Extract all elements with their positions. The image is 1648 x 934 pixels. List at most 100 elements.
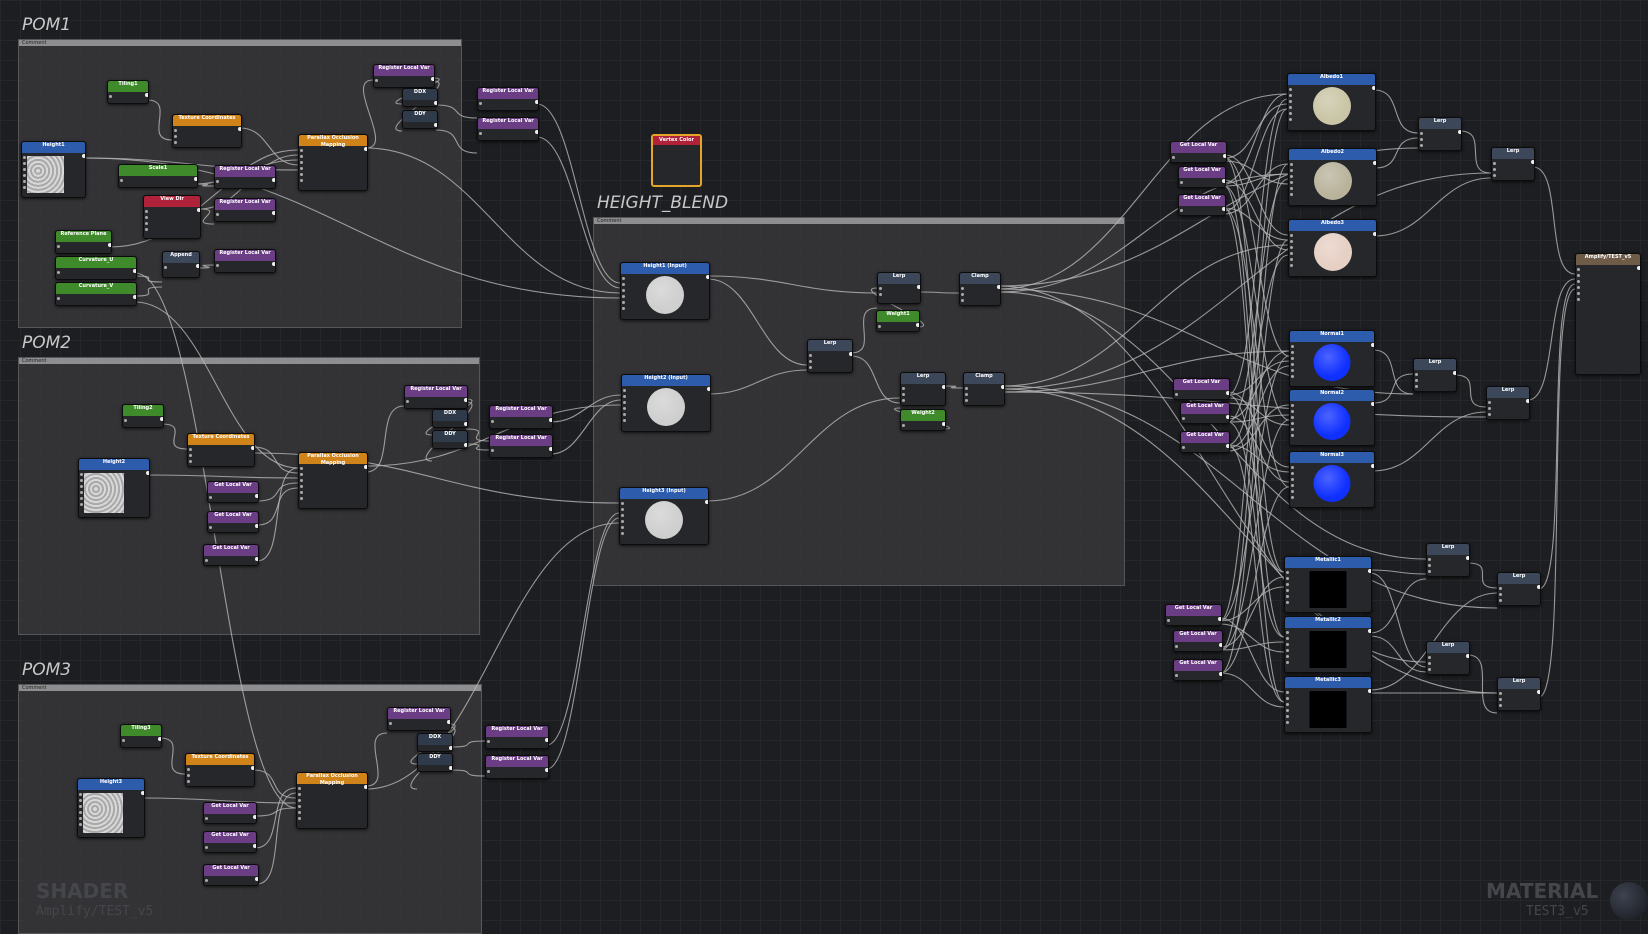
output-port[interactable] — [1226, 444, 1229, 448]
input-port[interactable] — [23, 174, 26, 177]
input-port[interactable] — [1290, 181, 1293, 184]
input-port[interactable] — [298, 805, 301, 808]
node-metallic1[interactable]: Metallic1 — [1284, 556, 1372, 613]
node-hb-lerp1[interactable]: Lerp — [877, 272, 921, 304]
node-get-n3[interactable]: Get Local Var — [1180, 431, 1230, 453]
output-port[interactable] — [997, 285, 1000, 289]
input-port[interactable] — [1286, 601, 1289, 604]
output-port[interactable] — [364, 147, 367, 151]
output-port[interactable] — [549, 447, 552, 451]
output-port[interactable] — [197, 208, 200, 212]
output-port[interactable] — [1218, 617, 1221, 621]
input-port[interactable] — [1577, 280, 1580, 283]
node-p2-tiling[interactable]: Tiling2 — [122, 404, 164, 428]
node-get-a2[interactable]: Get Local Var — [1178, 166, 1226, 188]
input-port[interactable] — [57, 271, 60, 274]
node-r2-reg2[interactable]: Register Local Var — [489, 434, 553, 458]
input-port[interactable] — [1289, 88, 1292, 91]
output-port[interactable] — [849, 352, 852, 356]
input-port[interactable] — [187, 768, 190, 771]
node-hb-lerp2[interactable]: Lerp — [807, 339, 853, 373]
node-p3-get1[interactable]: Get Local Var — [203, 802, 257, 824]
node-normal1[interactable]: Normal1 — [1289, 330, 1375, 387]
input-port[interactable] — [205, 817, 208, 820]
input-port[interactable] — [1286, 709, 1289, 712]
input-port[interactable] — [1290, 187, 1293, 190]
vertex-color-node[interactable]: Vertex Color — [651, 134, 702, 187]
input-port[interactable] — [809, 360, 812, 363]
input-port[interactable] — [189, 460, 192, 463]
output-port[interactable] — [464, 422, 467, 426]
output-port[interactable] — [364, 785, 367, 789]
input-port[interactable] — [80, 473, 83, 476]
output-port[interactable] — [146, 471, 149, 475]
input-port[interactable] — [1577, 286, 1580, 289]
output-port[interactable] — [1371, 343, 1374, 347]
node-p2-texcoord[interactable]: Texture Coordinates — [187, 433, 255, 467]
output-port[interactable] — [535, 130, 538, 134]
input-port[interactable] — [1290, 246, 1293, 249]
input-port[interactable] — [902, 387, 905, 390]
output-port[interactable] — [364, 465, 367, 469]
input-port[interactable] — [902, 399, 905, 402]
input-port[interactable] — [1493, 168, 1496, 171]
node-p1-viewdir[interactable]: View Dir — [143, 195, 201, 239]
node-r-reg1[interactable]: Register Local Var — [477, 87, 539, 111]
input-port[interactable] — [1286, 697, 1289, 700]
input-port[interactable] — [298, 793, 301, 796]
input-port[interactable] — [205, 846, 208, 849]
input-port[interactable] — [1488, 407, 1491, 410]
input-port[interactable] — [209, 526, 212, 529]
input-port[interactable] — [1499, 704, 1502, 707]
input-port[interactable] — [216, 180, 219, 183]
output-port[interactable] — [1371, 464, 1374, 468]
input-port[interactable] — [1499, 587, 1502, 590]
input-port[interactable] — [1420, 132, 1423, 135]
input-port[interactable] — [1577, 268, 1580, 271]
input-port[interactable] — [902, 424, 905, 427]
output-port[interactable] — [141, 791, 144, 795]
input-port[interactable] — [189, 454, 192, 457]
input-port[interactable] — [479, 132, 482, 135]
output-port[interactable] — [1226, 391, 1229, 395]
input-port[interactable] — [622, 283, 625, 286]
input-port[interactable] — [1286, 715, 1289, 718]
node-albedo3[interactable]: Albedo3 — [1288, 219, 1377, 277]
input-port[interactable] — [145, 216, 148, 219]
input-port[interactable] — [623, 395, 626, 398]
input-port[interactable] — [1291, 428, 1294, 431]
input-port[interactable] — [621, 502, 624, 505]
input-port[interactable] — [205, 879, 208, 882]
node-p1-append[interactable]: Append — [162, 251, 200, 278]
input-port[interactable] — [300, 167, 303, 170]
output-port[interactable] — [545, 768, 548, 772]
output-port[interactable] — [1222, 207, 1225, 211]
node-r3-reg2[interactable]: Register Local Var — [485, 755, 549, 779]
output-port[interactable] — [1222, 179, 1225, 183]
input-port[interactable] — [80, 503, 83, 506]
input-port[interactable] — [1428, 564, 1431, 567]
node-albedo1[interactable]: Albedo1 — [1287, 73, 1376, 131]
input-port[interactable] — [300, 149, 303, 152]
node-get-m2[interactable]: Get Local Var — [1173, 630, 1223, 652]
output-port[interactable] — [549, 418, 552, 422]
output-port[interactable] — [145, 93, 148, 97]
output-port[interactable] — [196, 264, 199, 268]
input-port[interactable] — [298, 799, 301, 802]
input-port[interactable] — [124, 419, 127, 422]
output-port[interactable] — [1373, 232, 1376, 236]
input-port[interactable] — [1286, 643, 1289, 646]
node-p3-get3[interactable]: Get Local Var — [203, 864, 259, 886]
input-port[interactable] — [300, 485, 303, 488]
input-port[interactable] — [621, 532, 624, 535]
input-port[interactable] — [1182, 417, 1185, 420]
output-port[interactable] — [253, 844, 256, 848]
output-port[interactable] — [1537, 585, 1540, 589]
output-port[interactable] — [706, 275, 709, 279]
node-p3-texcoord[interactable]: Texture Coordinates — [185, 753, 255, 787]
node-p2-pom[interactable]: Parallax Occlusion Mapping — [298, 452, 368, 509]
output-port[interactable] — [1526, 399, 1529, 403]
input-port[interactable] — [1289, 106, 1292, 109]
node-hb-h2[interactable]: Height2 (Input) — [621, 374, 711, 432]
input-port[interactable] — [300, 179, 303, 182]
